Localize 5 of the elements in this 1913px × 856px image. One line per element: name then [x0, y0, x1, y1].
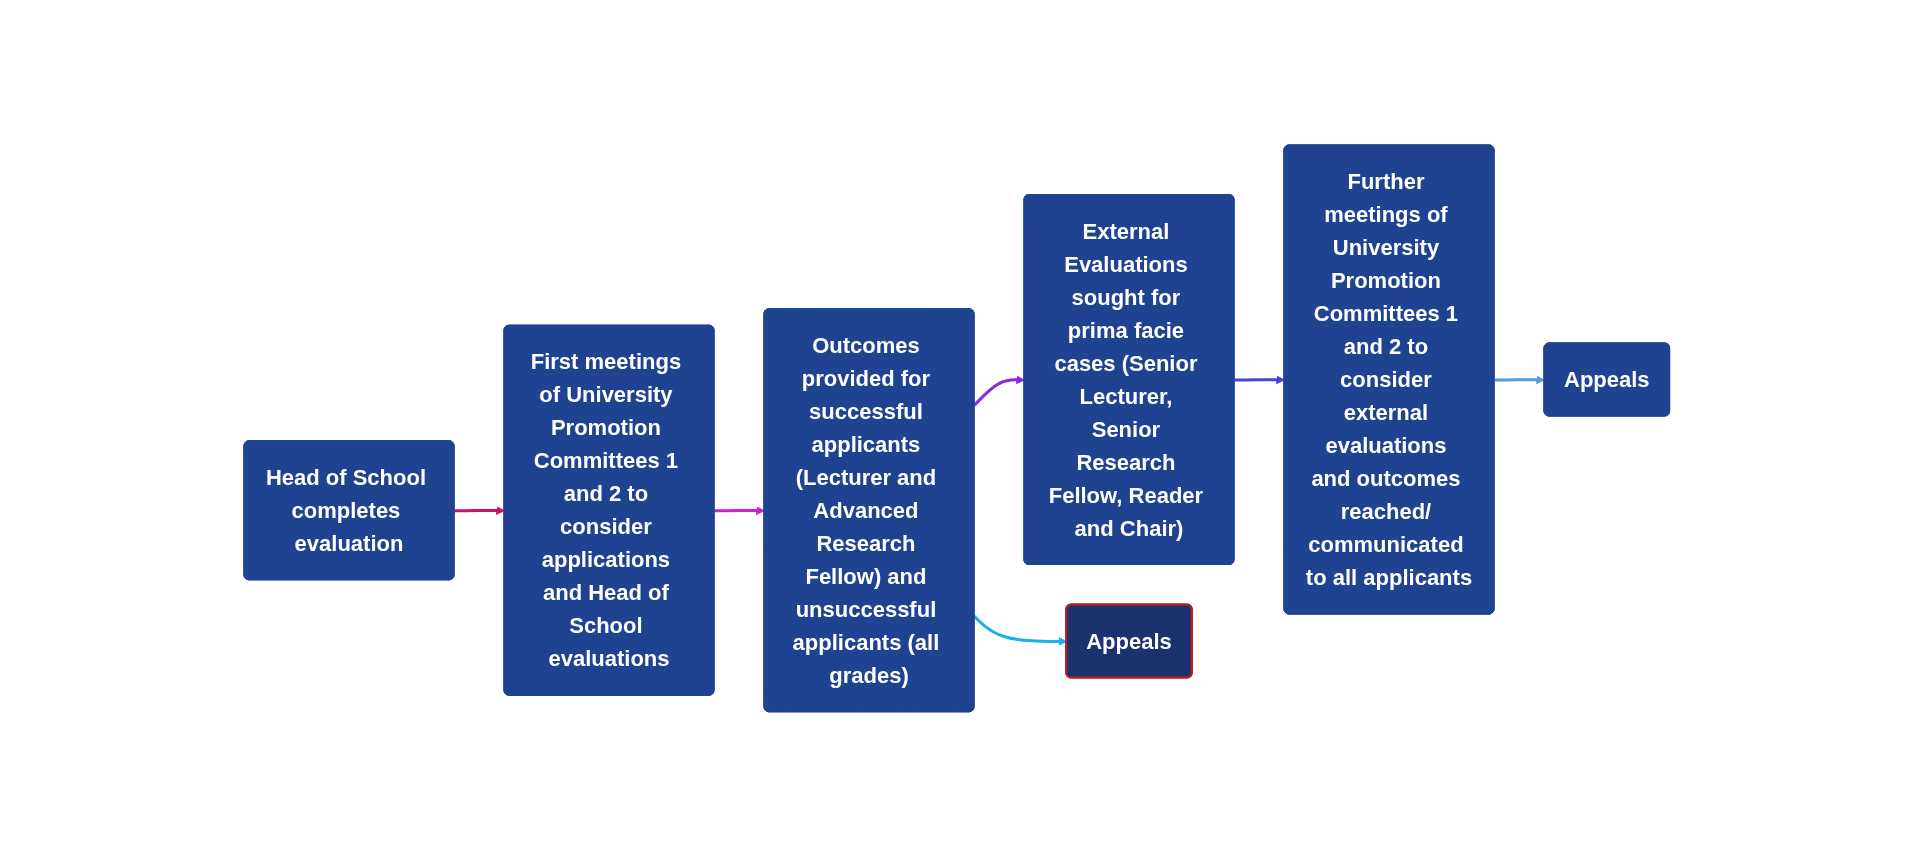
arrow: [454, 505, 505, 515]
arrow: [1234, 375, 1285, 384]
arrow: [973, 375, 1025, 406]
arrow: [1494, 375, 1545, 384]
arrow: [714, 505, 765, 515]
